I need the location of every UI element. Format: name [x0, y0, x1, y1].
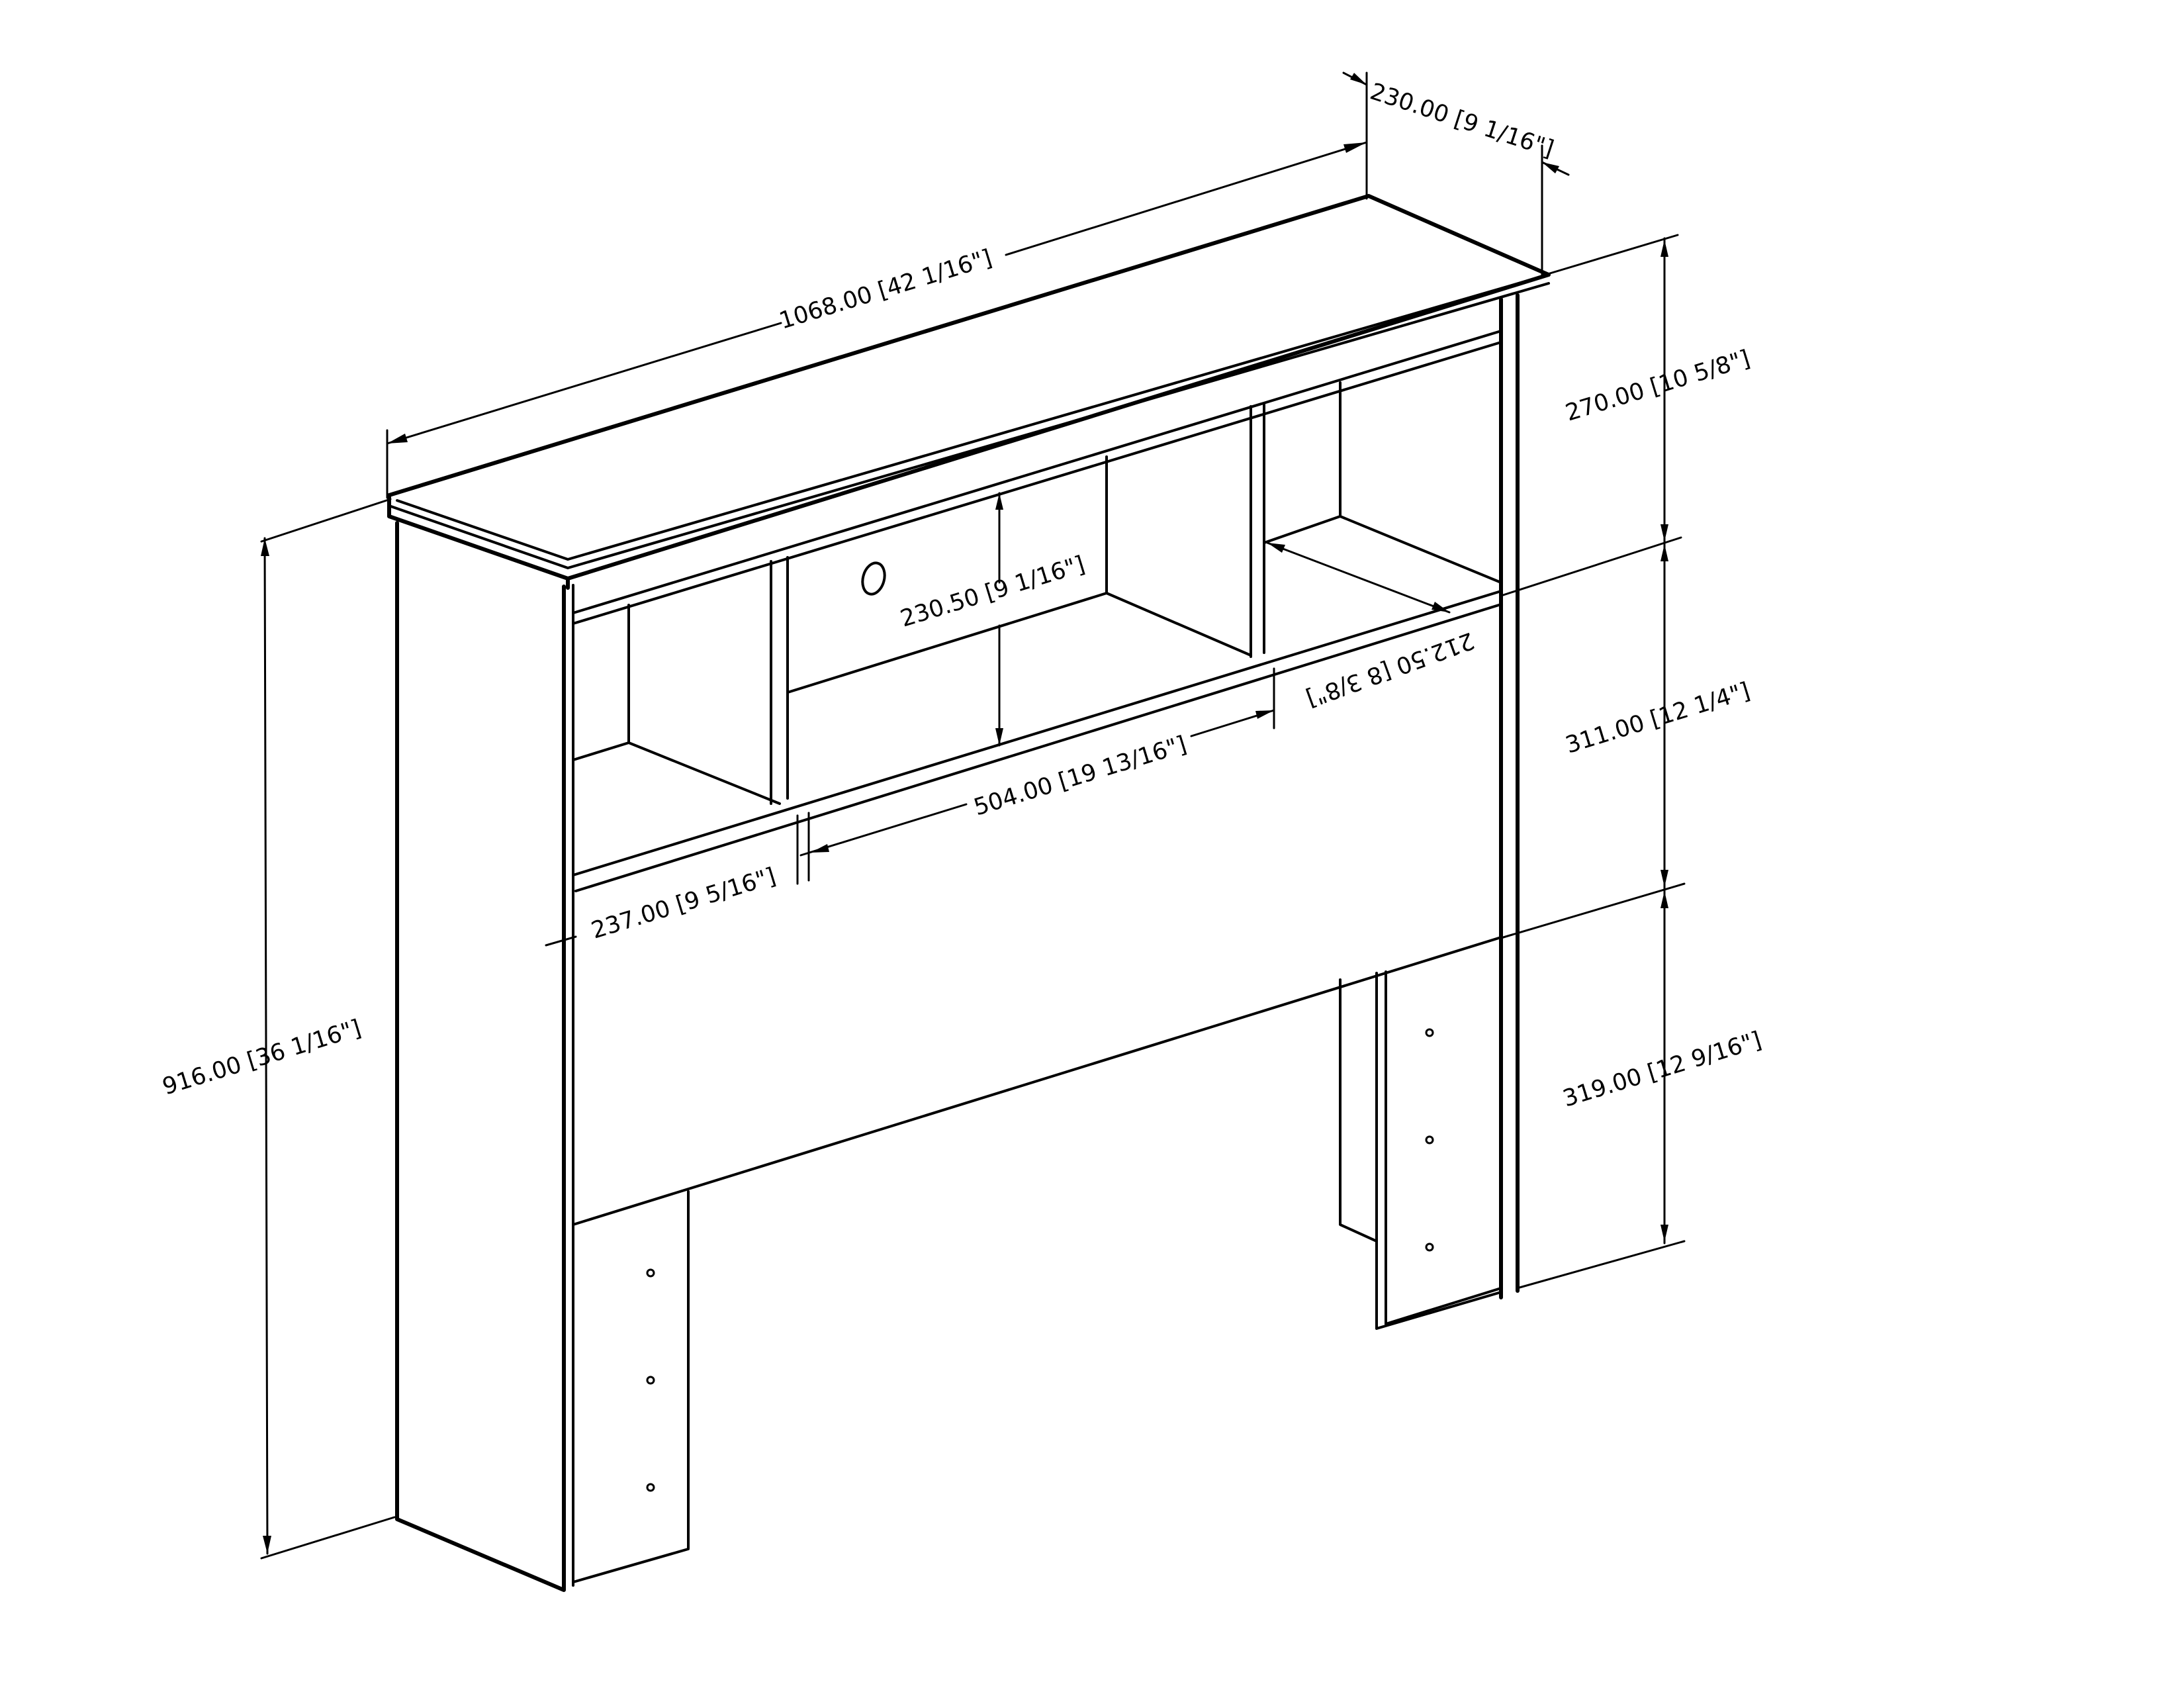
dim-overall-height: 916.00 [36 1/16"] — [159, 1015, 364, 1100]
dim-shelf-width: 504.00 [19 13/16"] — [971, 731, 1190, 821]
dim-side-cubby-width: 237.00 [9 5/16"] — [588, 863, 779, 945]
dimension-lines — [260, 71, 1686, 1560]
dim-depth: 230.00 [9 1/16"] — [1367, 79, 1557, 163]
dim-leg-height: 319.00 [12 9/16"] — [1560, 1027, 1764, 1112]
headboard-outline — [387, 194, 1551, 1592]
cord-hole-icon — [861, 561, 886, 596]
dim-middle-section-height: 311.00 [12 1/4"] — [1563, 678, 1753, 759]
screw-holes — [646, 1028, 1434, 1492]
dim-cubby-height: 230.50 [9 1/16"] — [897, 551, 1088, 633]
dim-top-section-height: 270.00 [10 5/8"] — [1563, 346, 1753, 427]
